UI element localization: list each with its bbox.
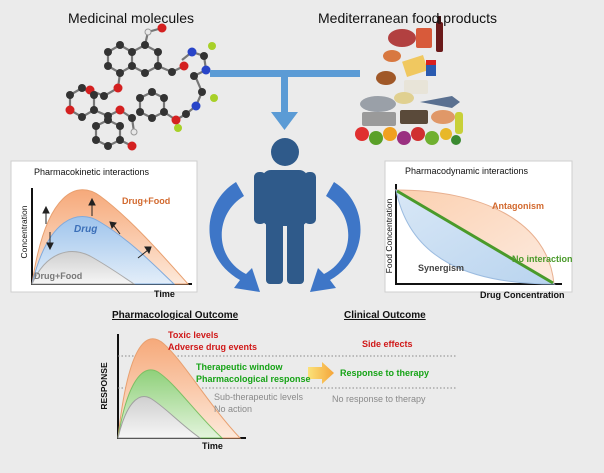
pk-x-axis-label: Time: [154, 289, 175, 299]
clinical-side-effects: Side effects: [362, 339, 413, 349]
pd-title: Pharmacodynamic interactions: [405, 166, 529, 176]
pk-panel: [10, 160, 198, 293]
level-pharmacological-response: Pharmacological response: [196, 374, 311, 384]
clinical-outcome-title: Clinical Outcome: [344, 310, 426, 321]
pk-y-axis-label: Concentration: [19, 205, 29, 259]
pharmacological-outcome-title: Pharmacological Outcome: [112, 310, 239, 321]
person-icon: [254, 138, 316, 284]
heading-food-products: Mediterranean food products: [318, 10, 497, 26]
pd-label-synergism: Synergism: [418, 263, 465, 273]
pd-label-no-interaction: No interaction: [512, 254, 573, 264]
pd-label-antagonism: Antagonism: [492, 201, 545, 211]
pk-label-drug-food-down: Drug+Food: [34, 271, 83, 281]
outcome-chart: [117, 334, 456, 439]
clinical-no-response: No response to therapy: [332, 394, 426, 404]
heading-medicinal-molecules: Medicinal molecules: [68, 10, 195, 26]
pd-panel: [384, 160, 573, 293]
pk-label-drug-food-up: Drug+Food: [122, 196, 171, 206]
outcome-x-axis-label: Time: [202, 441, 223, 451]
connector-arrow: [210, 70, 360, 130]
pk-label-drug: Drug: [74, 224, 98, 235]
level-sub-therapeutic: Sub-therapeutic levels: [214, 392, 304, 402]
curved-arrow-icon: [209, 182, 361, 292]
level-toxic: Toxic levels: [168, 330, 219, 340]
clinical-response-to-therapy: Response to therapy: [340, 368, 430, 378]
outcome-y-axis-label: RESPONSE: [99, 362, 109, 410]
pd-x-axis-label: Drug Concentration: [480, 290, 565, 300]
level-no-action: No action: [214, 404, 253, 414]
pk-title: Pharmacokinetic interactions: [34, 167, 150, 177]
highlight-arrow-icon: [308, 362, 334, 384]
food-collage-icon: [355, 16, 463, 145]
level-therapeutic-window: Therapeutic window: [196, 362, 283, 372]
pd-y-axis-label: Food Concentration: [384, 198, 394, 274]
level-adverse: Adverse drug events: [168, 342, 258, 352]
molecule-atoms: [65, 23, 218, 151]
